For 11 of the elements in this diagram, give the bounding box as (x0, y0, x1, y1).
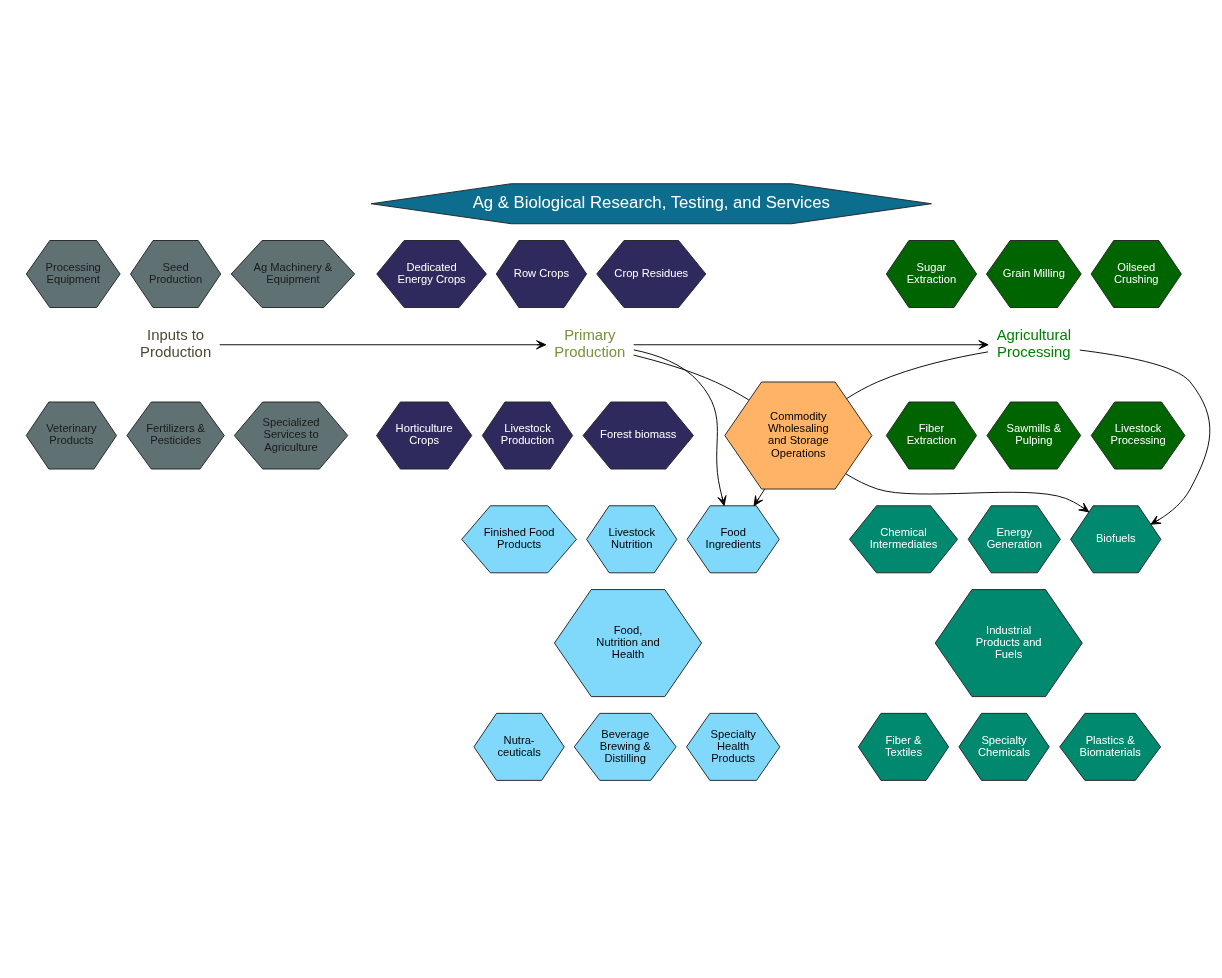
arrow (753, 488, 766, 506)
arrow (633, 348, 727, 506)
arrow (219, 339, 547, 349)
node-text: Inputs to Production (140, 326, 212, 360)
connector (846, 350, 989, 399)
arrow (1079, 349, 1211, 525)
connector (633, 354, 750, 400)
node-text: Agricultural Processing (996, 326, 1072, 360)
arrow (633, 339, 989, 349)
node-text: Primary Production (554, 326, 626, 360)
arrow (845, 472, 1090, 512)
